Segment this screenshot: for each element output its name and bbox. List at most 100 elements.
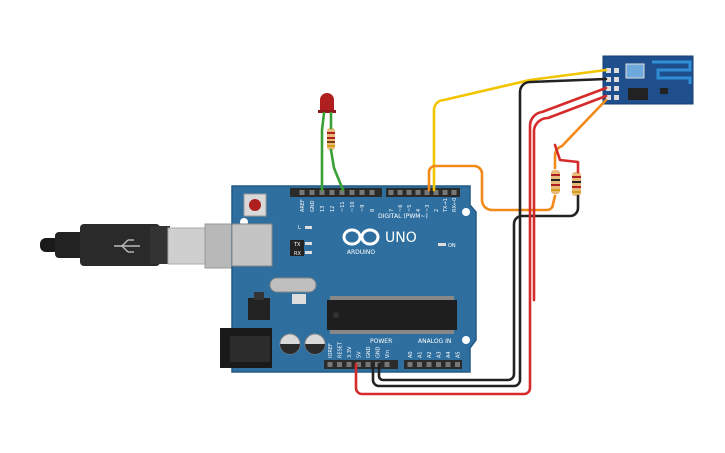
pin-hole[interactable] xyxy=(417,362,422,367)
usb-icon xyxy=(114,239,140,253)
digital-pin-label: ~3 xyxy=(425,205,431,212)
analog-section-label: ANALOG IN xyxy=(418,338,451,345)
led-tx xyxy=(305,242,312,245)
pin-hole[interactable] xyxy=(327,362,333,367)
wire-led-gnd[interactable] xyxy=(320,111,326,192)
pin-hole[interactable] xyxy=(406,190,412,195)
esp-01-module[interactable] xyxy=(602,55,694,105)
antenna-trace xyxy=(652,60,692,84)
digital-pin-label: TX→1 xyxy=(443,198,449,213)
usb-port xyxy=(231,223,273,267)
crystal xyxy=(269,277,317,293)
pin-hole[interactable] xyxy=(426,362,432,367)
digital-pin-label: RX←0 xyxy=(452,198,458,212)
pin-hole[interactable] xyxy=(309,190,315,195)
digital-pin-label: ~9 xyxy=(360,205,366,212)
analog-pin-label: A5 xyxy=(456,351,462,358)
arduino-logo-icon xyxy=(342,228,380,246)
led-l xyxy=(305,226,312,229)
pin-hole[interactable] xyxy=(329,190,335,195)
digital-pin-holes xyxy=(299,190,457,195)
power-pin-label: 3.3V xyxy=(347,346,353,358)
power-section-label: POWER xyxy=(370,338,392,345)
pin-hole[interactable] xyxy=(442,190,448,195)
digital-pin-label: ~10 xyxy=(350,201,356,212)
led-rx xyxy=(305,251,312,254)
red-led[interactable] xyxy=(318,93,336,113)
wire-black[interactable] xyxy=(371,77,608,388)
pin-hole[interactable] xyxy=(388,190,394,195)
digital-section-label: DIGITAL (PWM~) xyxy=(378,213,428,220)
led-l-label: L xyxy=(298,225,301,231)
power-pin-label: 5V xyxy=(357,351,363,358)
reset-button[interactable] xyxy=(243,193,267,217)
wire-yellow[interactable] xyxy=(432,68,608,192)
divider-resistor-1[interactable] xyxy=(551,170,560,194)
voltage-regulator xyxy=(248,298,270,320)
power-header xyxy=(324,360,462,369)
capacitor xyxy=(279,333,301,355)
analog-pin-label: A4 xyxy=(446,351,452,358)
pin-hole[interactable] xyxy=(455,362,460,367)
mounting-hole xyxy=(462,336,470,344)
pin-hole[interactable] xyxy=(346,362,352,367)
led-on xyxy=(438,243,446,246)
reset-switch xyxy=(292,294,306,304)
pin-hole[interactable] xyxy=(356,362,361,367)
pin-hole[interactable] xyxy=(407,362,413,367)
brand-label: ARDUINO xyxy=(347,249,376,256)
pin-hole[interactable] xyxy=(384,362,390,367)
wire-red[interactable] xyxy=(354,86,608,396)
power-jack[interactable] xyxy=(220,328,272,368)
digital-pin-label: 8 xyxy=(370,209,376,212)
digital-pin-label: 2 xyxy=(434,209,440,212)
digital-pin-label: ~11 xyxy=(340,201,346,212)
led-on-label: ON xyxy=(448,243,456,249)
led-rx-label: RX xyxy=(294,251,301,257)
led-tx-label: TX xyxy=(293,242,301,248)
mounting-hole xyxy=(462,208,470,216)
pin-hole[interactable] xyxy=(445,362,451,367)
wire-led-pin12[interactable] xyxy=(329,148,345,192)
pin-hole[interactable] xyxy=(397,190,403,195)
pin-hole[interactable] xyxy=(375,362,380,367)
bottom-pin-holes xyxy=(327,362,460,367)
wire-orange[interactable] xyxy=(427,164,557,212)
analog-pin-label: A1 xyxy=(418,351,424,358)
esp-pins xyxy=(606,68,619,100)
analog-pin-label: A3 xyxy=(437,351,443,358)
divider-resistor-2[interactable] xyxy=(572,172,581,196)
pin-hole[interactable] xyxy=(319,190,325,195)
power-pin-label: GND xyxy=(376,346,382,358)
pin-hole[interactable] xyxy=(436,362,441,367)
pin-hole[interactable] xyxy=(349,190,355,195)
power-pin-label: GND xyxy=(366,346,372,358)
digital-pin-label: ~5 xyxy=(407,205,413,212)
pin-hole[interactable] xyxy=(359,190,365,195)
led-resistor[interactable] xyxy=(327,128,335,150)
pin-hole[interactable] xyxy=(339,190,345,195)
digital-pin-label: 7 xyxy=(389,209,395,212)
digital-pin-label: 4 xyxy=(416,209,422,212)
power-pin-label: RESET xyxy=(338,341,344,358)
pin-hole[interactable] xyxy=(299,190,305,195)
pin-hole[interactable] xyxy=(337,362,342,367)
pin-hole[interactable] xyxy=(424,190,430,195)
pin-hole[interactable] xyxy=(451,190,457,195)
usb-chip xyxy=(290,240,304,256)
analog-pin-label: A2 xyxy=(427,351,433,358)
pin-hole[interactable] xyxy=(369,190,375,195)
pin-hole[interactable] xyxy=(365,362,371,367)
digital-pin-label: AREF xyxy=(300,199,306,212)
digital-pin-label: ~6 xyxy=(398,205,404,212)
pin-hole[interactable] xyxy=(415,190,421,195)
power-pin-label: IOREF xyxy=(328,343,334,358)
pin-hole[interactable] xyxy=(433,190,439,195)
power-pin-label: Vin xyxy=(385,350,391,358)
digital-pin-label: 12 xyxy=(330,206,336,212)
analog-pin-label: A0 xyxy=(408,351,414,358)
